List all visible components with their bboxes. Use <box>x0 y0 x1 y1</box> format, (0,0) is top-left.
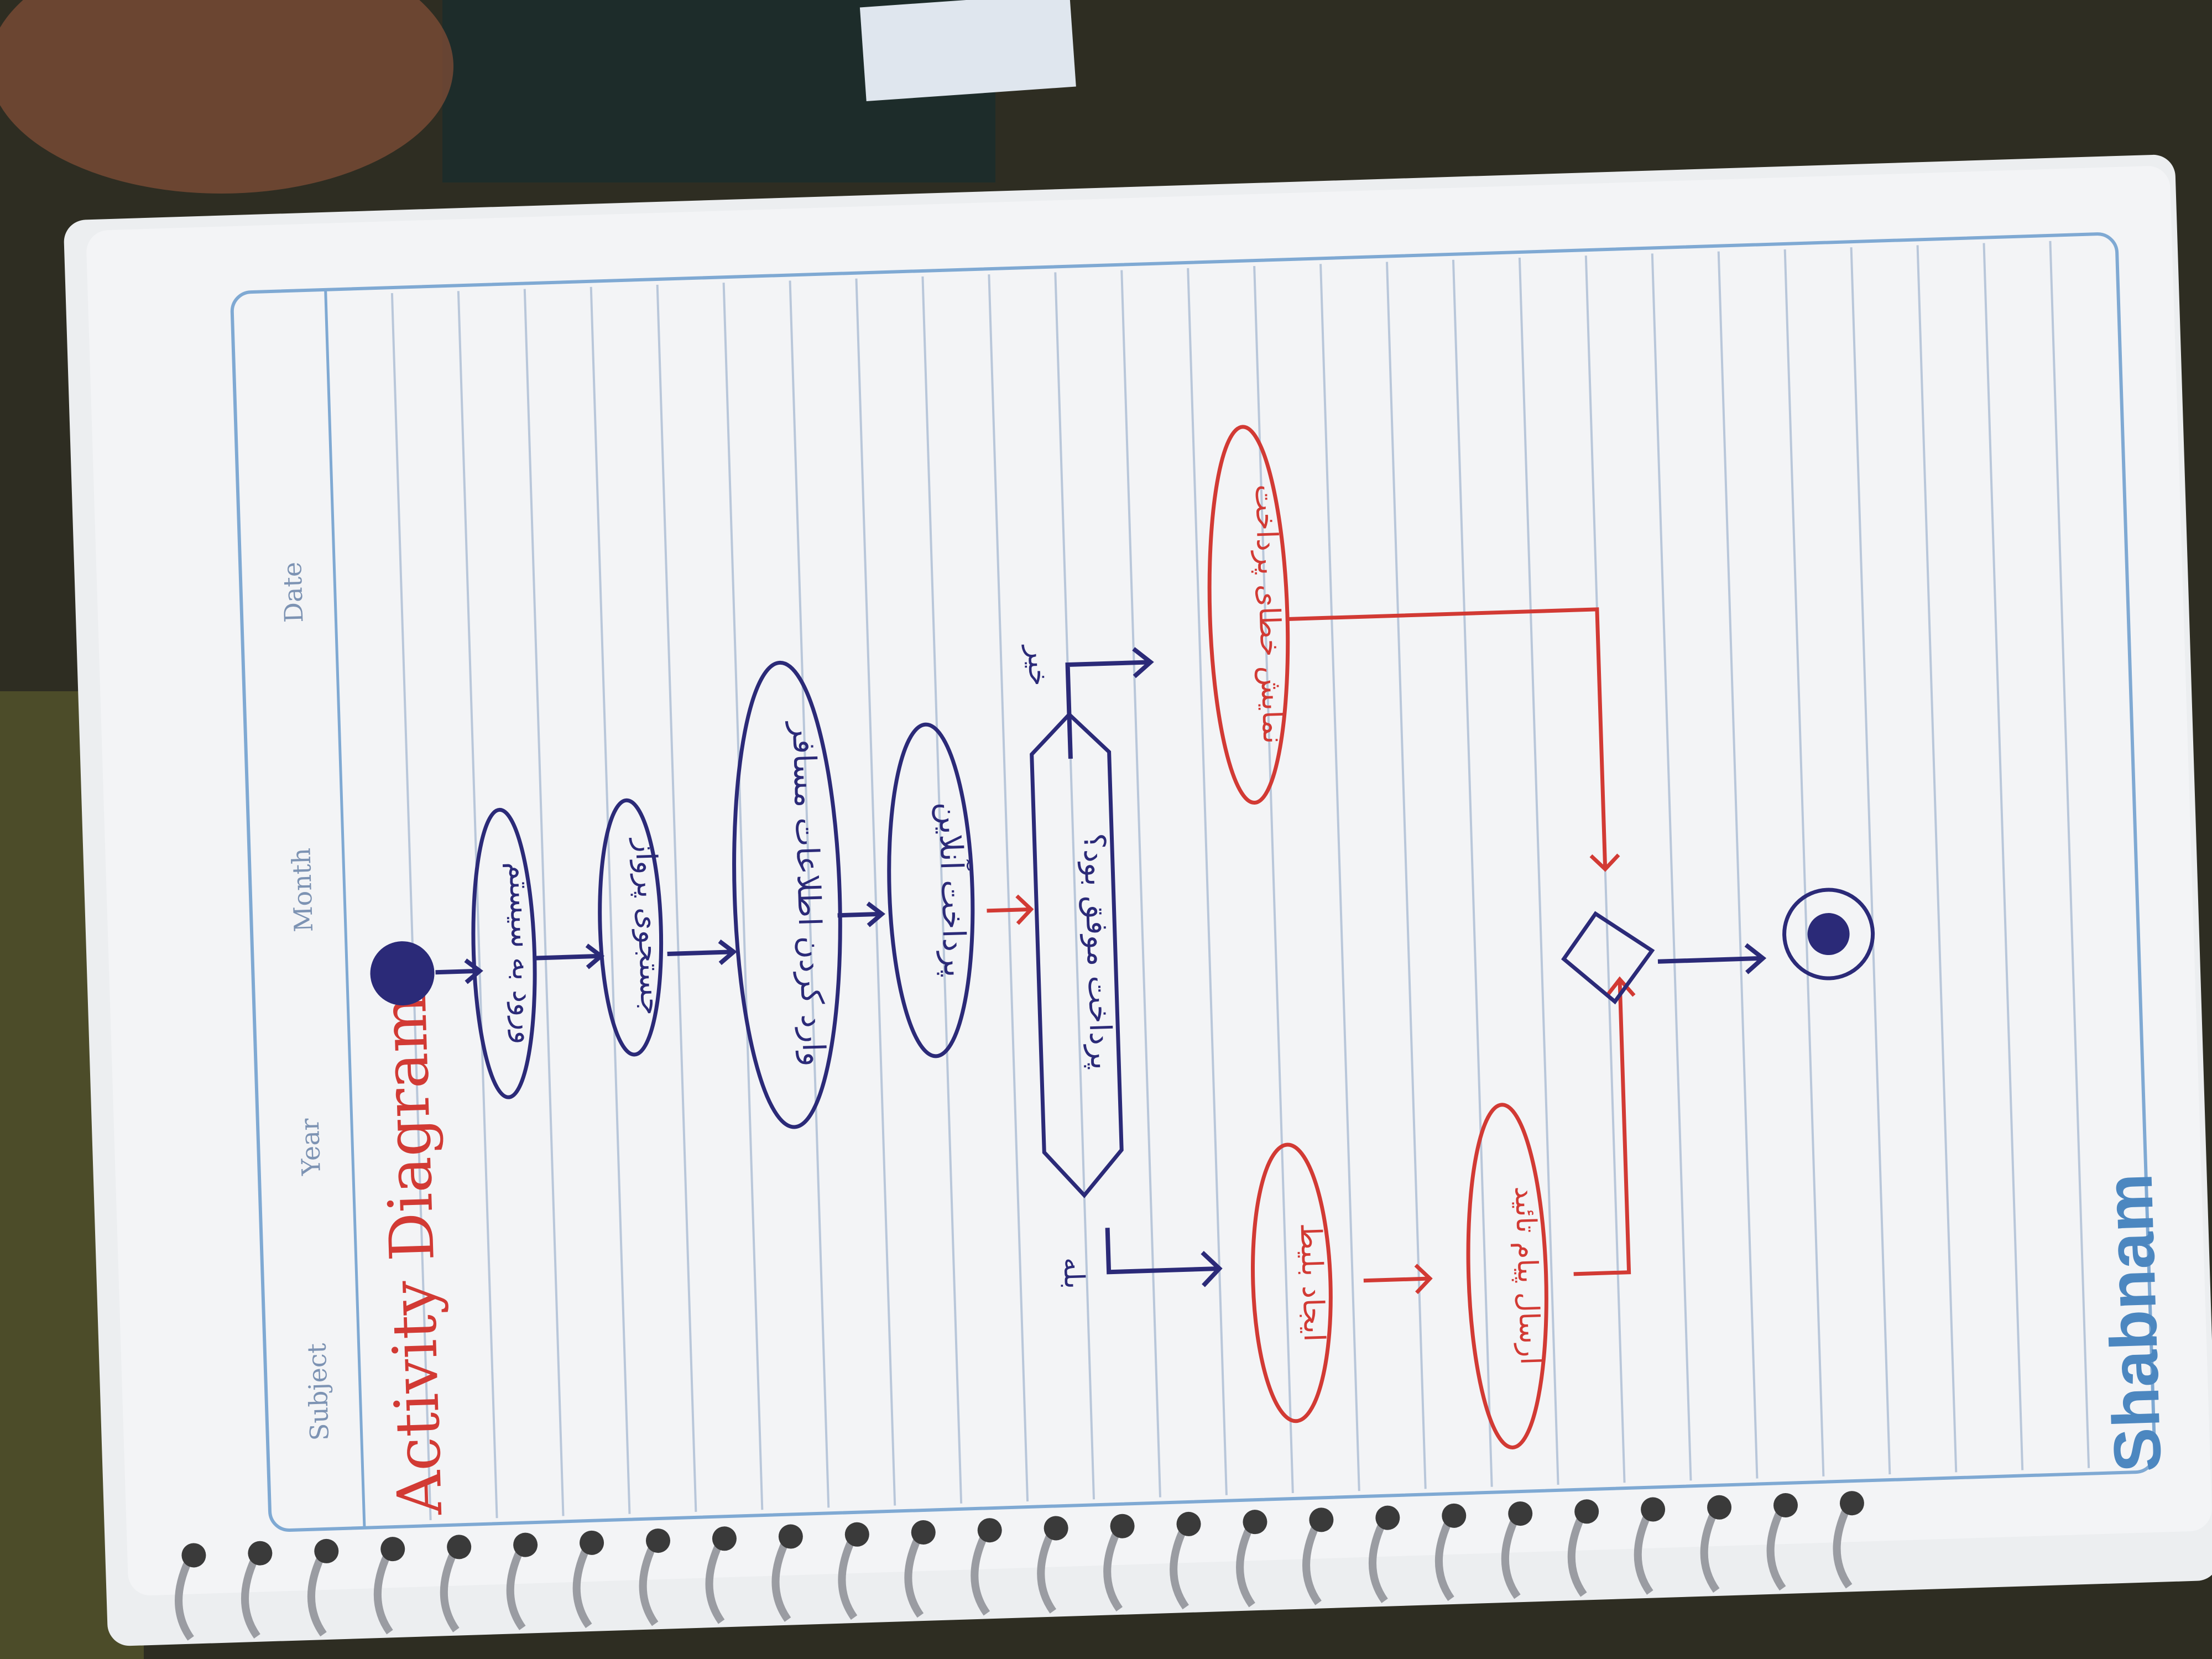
hand <box>0 0 453 194</box>
activity-search-label: جستجوی پرواز <box>629 836 667 1015</box>
header-label-date: Date <box>277 561 309 623</box>
header-label-subject: Subject <box>301 1343 335 1441</box>
activity-show-error: نمایش خطای پرداخت <box>1207 425 1290 805</box>
merge-node <box>1561 911 1655 1005</box>
spiral-binding <box>175 1507 1853 1641</box>
final-node <box>1782 888 1875 980</box>
activity-issue-ticket-label: ایجاد بلیط <box>1294 1222 1331 1342</box>
branch-yes-label: بله <box>1057 1257 1091 1290</box>
notebook-page: Subject Year Month Date Shabnam <box>64 154 2212 1646</box>
activity-search: جستجوی پرواز <box>598 798 667 1057</box>
decision-payment: پرداخت موفق بود؟ <box>1030 712 1124 1198</box>
initial-node <box>370 941 435 1006</box>
header-label-month: Month <box>286 847 319 932</box>
diagram-title: Activity Diagram <box>369 994 456 1516</box>
activity-pay-online-label: پرداخت آنلاین <box>931 801 974 978</box>
flow-arrows-blue <box>435 647 1767 1287</box>
spiral-holes <box>181 1491 1864 1568</box>
branch-no-label: خیر <box>1021 643 1055 686</box>
activity-send-confirm: ارسال پیام تائید <box>1466 1103 1548 1449</box>
activity-show-error-label: نمایش خطای پرداخت <box>1249 484 1290 744</box>
ruled-lines <box>390 241 2090 1521</box>
page-sheet <box>86 166 2212 1595</box>
decision-payment-label: پرداخت موفق بود؟ <box>1076 833 1119 1071</box>
flow-arrows-red <box>987 607 1636 1295</box>
paper-scrap <box>859 0 1076 102</box>
brand-label: Shabnam <box>2091 1172 2175 1473</box>
activity-pay-online: پرداخت آنلاین <box>887 722 975 1058</box>
activity-login: ورود به سیستم <box>471 807 541 1099</box>
activity-issue-ticket: ایجاد بلیط <box>1251 1142 1333 1423</box>
header-divider <box>324 289 366 1528</box>
activity-send-confirm-label: ارسال پیام تائید <box>1509 1186 1547 1365</box>
activity-login-label: ورود به سیستم <box>502 862 541 1045</box>
page-frame <box>230 232 2157 1532</box>
header-label-year: Year <box>295 1118 326 1177</box>
